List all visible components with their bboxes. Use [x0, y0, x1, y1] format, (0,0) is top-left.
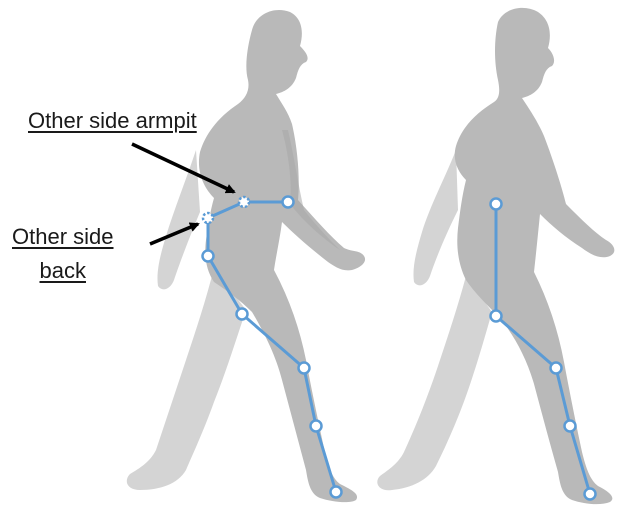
marker-thigh	[237, 309, 248, 320]
walking-figure-left	[127, 10, 365, 502]
far-arm-right-figure	[413, 150, 458, 285]
marker-hip	[491, 311, 502, 322]
label-other-side-back-line2: back	[12, 254, 114, 288]
marker-other-side-armpit	[239, 197, 249, 207]
marker-other-side-back	[203, 213, 213, 223]
far-leg-left-figure	[127, 268, 246, 490]
marker-front-shoulder	[283, 197, 294, 208]
marker-upper-back	[491, 199, 502, 210]
label-other-side-armpit: Other side armpit	[24, 106, 201, 136]
body-left-figure	[199, 10, 365, 502]
far-arm-left-figure	[157, 150, 200, 289]
marker-knee	[551, 363, 562, 374]
marker-ankle	[331, 487, 342, 498]
marker-shin	[565, 421, 576, 432]
marker-ankle	[585, 489, 596, 500]
marker-knee	[299, 363, 310, 374]
body-right-figure	[455, 8, 615, 504]
label-other-side-back: Other side back	[8, 218, 118, 290]
marker-hip	[203, 251, 214, 262]
far-leg-right-figure	[377, 276, 492, 490]
label-other-side-back-line1: Other side	[12, 220, 114, 254]
marker-shin	[311, 421, 322, 432]
